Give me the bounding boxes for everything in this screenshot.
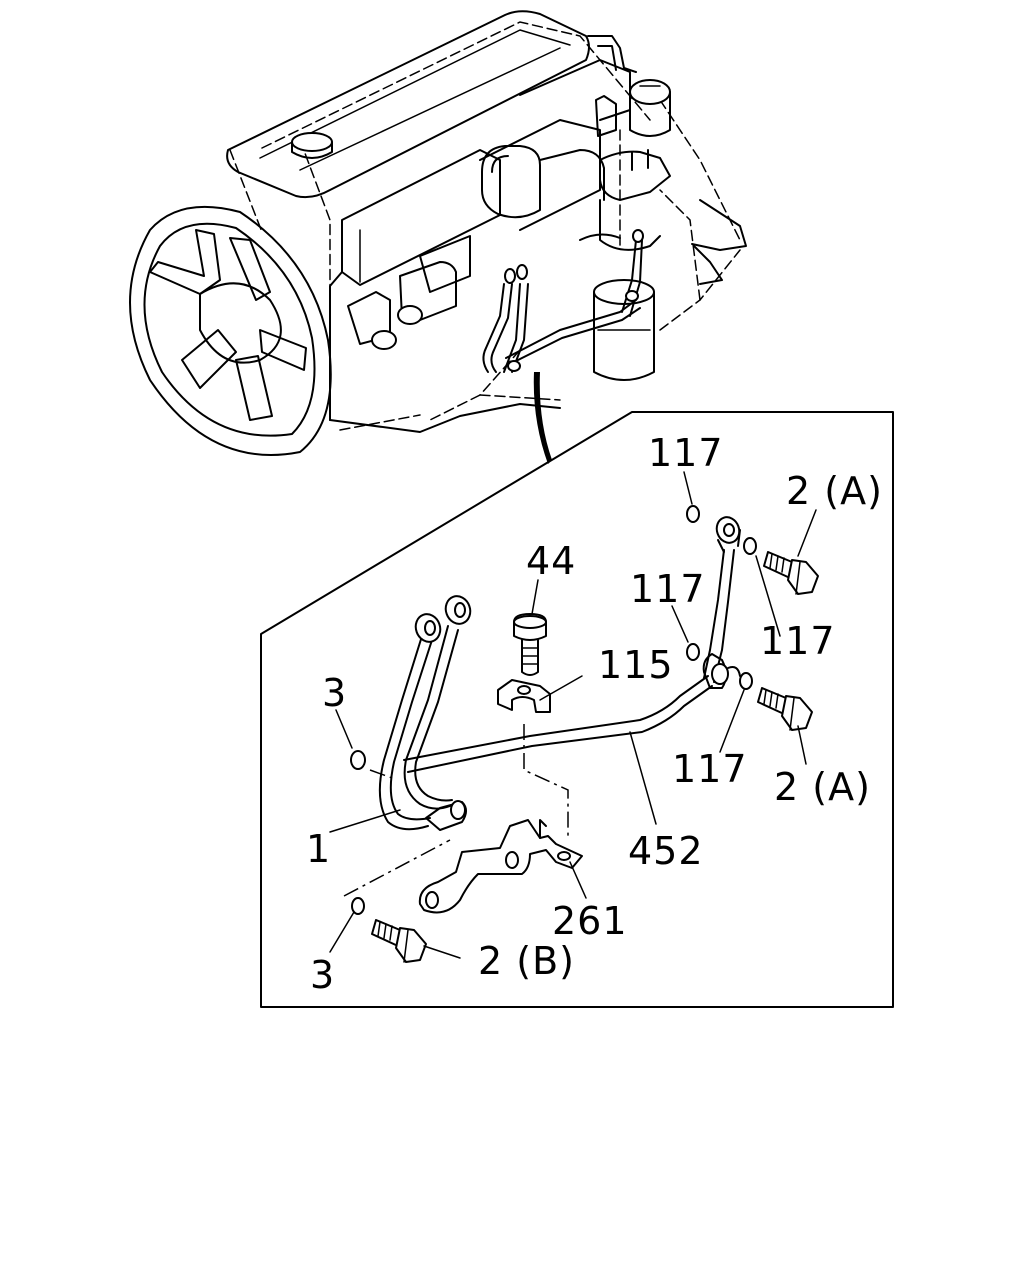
callout-labels: 117 2 (A) 44 117 117 115 3 117 2 (A) 1 4… [306,431,883,997]
clamp-115 [497,679,551,713]
detail-pointer-arrow [533,372,552,464]
callout-117-right: 117 [760,619,836,663]
bolt-44 [513,613,547,676]
callout-117-top: 117 [648,431,724,475]
detail-frame [260,411,894,1008]
washer-117-right [743,537,757,555]
flywheel-housing [129,205,332,456]
callout-117-low: 117 [672,747,748,791]
washer-3-top [350,750,366,770]
bracket-261 [418,819,583,914]
oil-pipe-part-1 [378,595,472,831]
bolt-2b [371,919,427,963]
detail-parts [343,505,819,963]
callout-2b: 2 (B) [478,939,575,983]
washer-117-low [739,672,753,690]
callout-2a-top: 2 (A) [786,469,883,513]
assembly-line-1 [523,724,569,840]
callout-3-bottom: 3 [310,953,335,997]
callout-115: 115 [598,643,674,687]
washer-117-top [686,505,700,523]
assembly-line-2 [343,839,451,897]
callout-452: 452 [628,829,704,873]
callout-261: 261 [552,899,628,943]
washer-3-bottom [351,897,365,915]
engine-oil-pipe-location [482,229,644,373]
callout-2a-low: 2 (A) [774,765,871,809]
callout-117-mid: 117 [630,567,706,611]
oil-pipe-part-452 [403,516,741,773]
washer-117-mid [686,643,700,661]
callout-1: 1 [306,827,331,871]
assembly-line-3 [369,769,393,779]
bolt-2a-low [757,687,813,731]
leader-lines [329,471,817,959]
callout-44: 44 [526,539,576,583]
engine-illustration [129,10,747,464]
callout-3-top: 3 [322,671,347,715]
bolt-2a-top [763,551,819,595]
